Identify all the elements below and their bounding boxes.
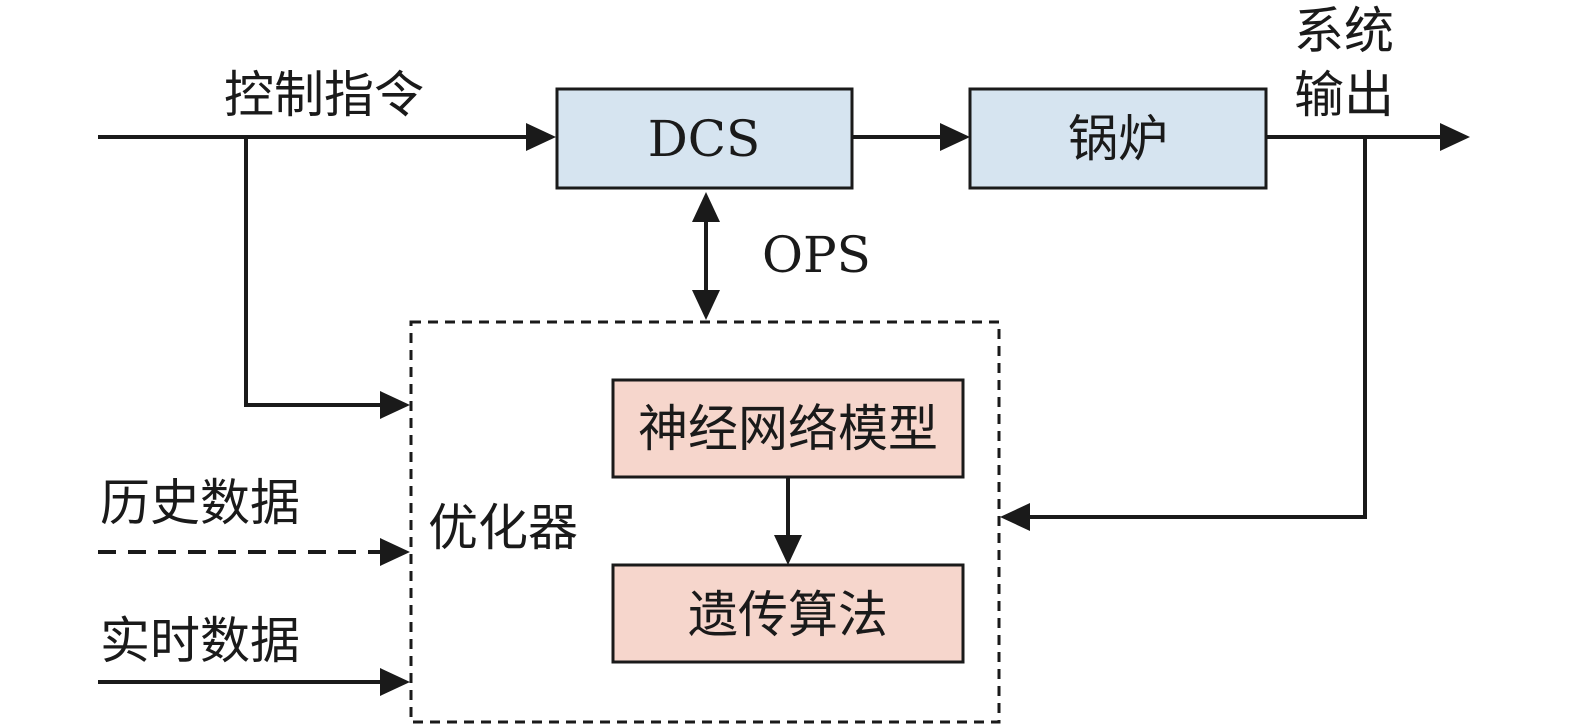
history-data-label: 历史数据 — [100, 474, 300, 532]
arrow-ops-up — [692, 192, 720, 222]
optimizer-label: 优化器 — [428, 499, 578, 557]
boiler-block — [968, 87, 1268, 190]
arrow-into-dcs — [526, 123, 556, 151]
system-output-label-line2: 输出 — [1294, 66, 1394, 124]
arrow-feedback-into-optimizer — [1000, 503, 1030, 531]
system-output-label-line1: 系统 — [1294, 2, 1394, 60]
optimizer-container — [409, 320, 1001, 724]
boiler-label: 锅炉 — [1068, 110, 1168, 168]
feedback-line — [1026, 137, 1367, 519]
arrow-into-boiler — [940, 123, 970, 151]
genetic-algorithm-label: 遗传算法 — [688, 586, 888, 644]
neural-network-block — [611, 378, 965, 479]
arrow-history-into-optimizer — [380, 538, 410, 566]
genetic-algorithm-block — [611, 563, 965, 664]
control-to-optimizer-line — [244, 137, 384, 407]
neural-network-label: 神经网络模型 — [638, 400, 938, 458]
arrow-ops-down — [692, 290, 720, 320]
control-command-label: 控制指令 — [224, 66, 424, 124]
ops-label: OPS — [762, 226, 871, 284]
arrow-realtime-into-optimizer — [380, 668, 410, 696]
realtime-data-label: 实时数据 — [100, 612, 300, 670]
arrow-control-into-optimizer — [380, 391, 410, 419]
arrow-system-output — [1440, 123, 1470, 151]
dcs-label: DCS — [648, 110, 761, 168]
arrow-into-genetic-algorithm — [774, 535, 802, 565]
